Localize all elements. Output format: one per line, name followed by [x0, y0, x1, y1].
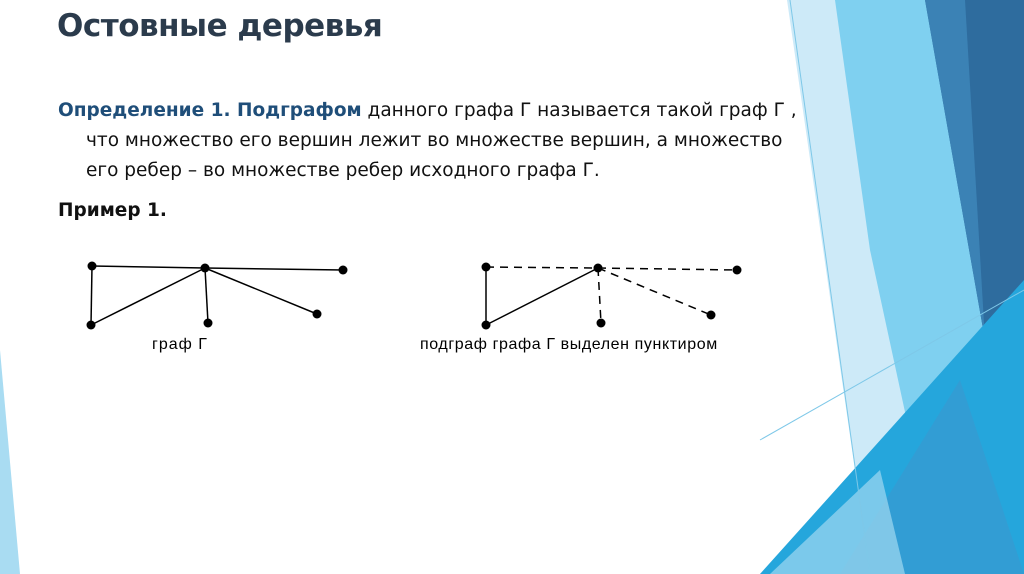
- edge-dashed: [597, 267, 738, 271]
- deco-shape-lower: [770, 470, 905, 574]
- deco-line: [759, 289, 1024, 441]
- subgraph: [485, 266, 738, 326]
- left-accent-shape: [0, 350, 20, 574]
- vertex: [338, 265, 348, 275]
- graph-g: [90, 265, 344, 326]
- edge: [204, 267, 344, 271]
- edge-dashed: [597, 267, 602, 324]
- vertex: [732, 265, 742, 275]
- graph-caption: граф Г: [152, 336, 208, 353]
- edge: [91, 265, 206, 269]
- vertex: [86, 320, 96, 330]
- subgraph-vertices: [481, 262, 742, 330]
- edge: [90, 265, 93, 326]
- slide-title: Остовные деревья: [57, 8, 383, 44]
- graph-g-vertices: [86, 261, 348, 330]
- edge: [485, 267, 599, 326]
- definition-label: Определение 1. Подграфом: [58, 100, 362, 121]
- vertex: [203, 318, 213, 328]
- definition-line-1: данного графа Г называется такой граф Г …: [361, 100, 797, 121]
- vertex: [706, 310, 716, 320]
- vertex: [481, 320, 491, 330]
- vertex: [87, 261, 97, 271]
- edge: [204, 267, 209, 324]
- edge: [90, 267, 206, 326]
- edge-dashed: [485, 266, 599, 269]
- vertex: [481, 262, 491, 272]
- example-label: Пример 1.: [58, 200, 167, 221]
- edge: [204, 267, 318, 315]
- definition-line-3: его ребер – во множестве ребер исходного…: [86, 160, 600, 181]
- definition-text: Определение 1. Подграфом данного графа Г…: [58, 96, 938, 186]
- definition-line-2: что множество его вершин лежит во множес…: [86, 130, 783, 151]
- vertex: [200, 263, 210, 273]
- subgraph-caption: подграф графа Г выделен пунктиром: [420, 336, 718, 353]
- deco-shape-dark2: [925, 0, 985, 340]
- vertex: [596, 318, 606, 328]
- vertex: [312, 309, 322, 319]
- deco-line: [789, 0, 871, 574]
- edge-dashed: [597, 267, 712, 316]
- vertex: [593, 263, 603, 273]
